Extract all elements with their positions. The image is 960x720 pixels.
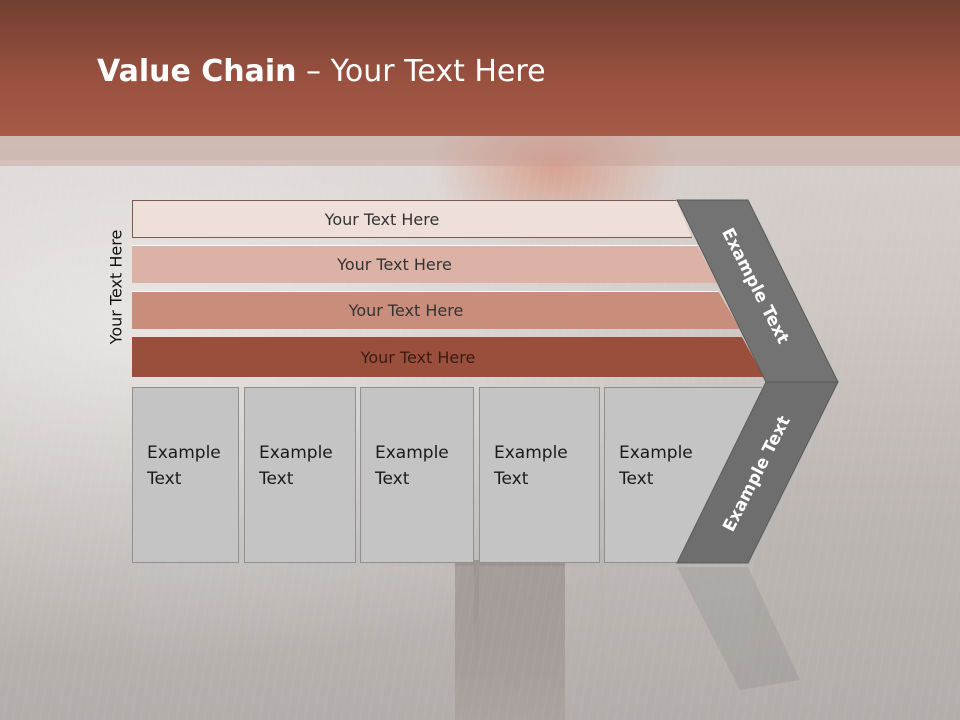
slide-title-bold: Value Chain [97,54,297,89]
title-bar [0,0,960,136]
activity-column-1-line2: Text [147,469,182,489]
activity-column-1-line1: Example [147,443,221,463]
value-bar-2-label: Your Text Here [337,255,452,274]
activity-column-4-line2: Text [494,469,529,489]
chevron-lower-arm[interactable] [676,381,839,564]
activity-column-2-line1: Example [259,443,333,463]
activity-column-5-line2: Text [619,469,654,489]
activity-column-2[interactable]: Example Text [244,387,356,563]
value-bar-1[interactable]: Your Text Here [132,200,692,238]
background-figure-legs [455,560,565,720]
activity-column-3-line2: Text [375,469,410,489]
value-bar-3-label: Your Text Here [348,301,464,320]
value-bar-3[interactable]: Your Text Here [132,291,740,329]
activity-column-5-line1: Example [619,443,693,463]
value-bar-4-label: Your Text Here [360,347,476,367]
activity-column-1[interactable]: Example Text [132,387,239,563]
chevron-reflection [677,567,800,690]
activity-column-4-line1: Example [494,443,568,463]
activity-column-3-line1: Example [375,443,449,463]
title-bar-band [0,136,960,166]
slide-title[interactable]: Value Chain – Your Text Here [97,54,546,89]
activity-column-3[interactable]: Example Text [360,387,474,563]
activity-column-4[interactable]: Example Text [479,387,600,563]
value-bar-1-label: Your Text Here [324,209,440,229]
activity-column-2-line2: Text [259,469,294,489]
value-bar-4[interactable]: Your Text Here [132,337,764,377]
slide-title-rest: – Your Text Here [296,54,546,89]
value-bar-2[interactable]: Your Text Here [132,245,717,283]
